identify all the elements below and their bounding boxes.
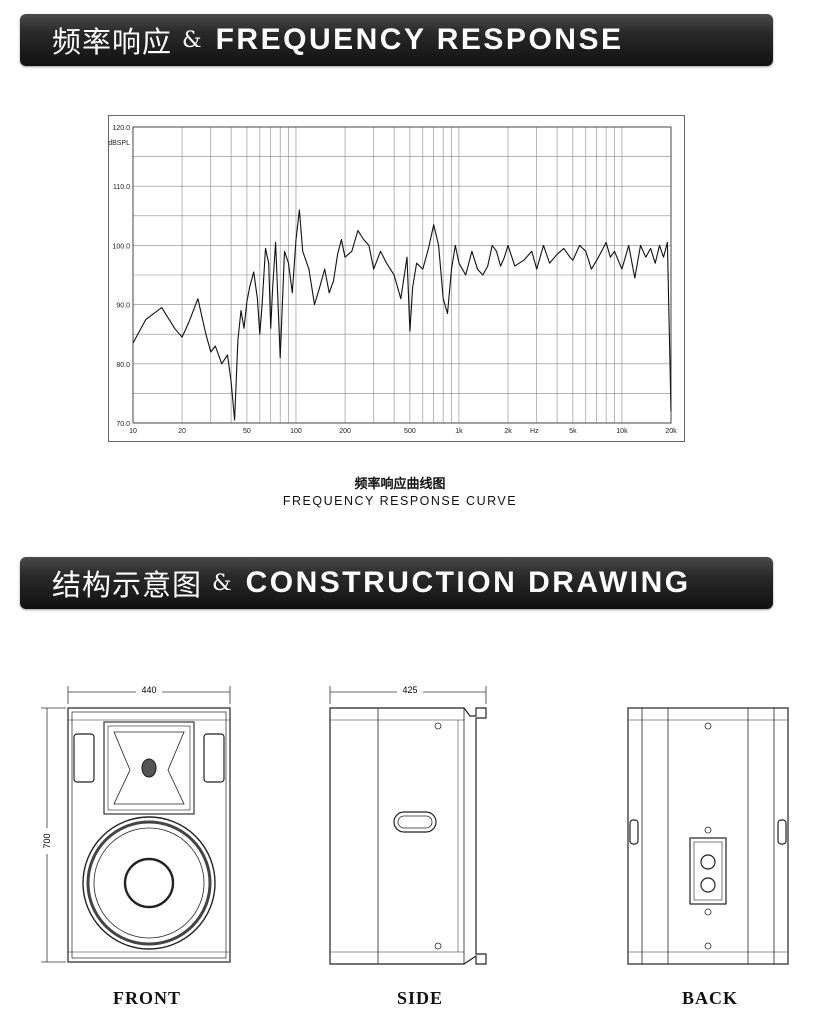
chart-frame <box>108 115 685 442</box>
x-tick-label: 200 <box>339 428 351 435</box>
x-tick-label: 500 <box>404 428 416 435</box>
depth-dimension-label: 425 <box>402 685 417 695</box>
x-tick-label: 20k <box>665 428 677 435</box>
plot-area-border <box>132 126 672 424</box>
x-tick-label: 10k <box>616 428 628 435</box>
side-view-label: SIDE <box>396 988 444 1008</box>
y-tick-label: 80.0 <box>116 362 130 369</box>
chart-svg: 120.0 110.0 100.0 90.0 80.0 70.0 dBSPL 10 20 50 10… <box>108 115 685 442</box>
chart-caption-en: FREQUENCY RESPONSE CURVE <box>282 494 518 508</box>
back-view-drawing <box>627 707 789 965</box>
back-view-label: BACK <box>681 988 738 1008</box>
width-dimension-label: 440 <box>141 685 156 695</box>
x-axis-label: Hz <box>530 428 539 435</box>
woofer <box>82 816 216 950</box>
banner-title-cn: 频率响应 <box>52 25 173 59</box>
height-dimension-label: 700 <box>42 833 52 848</box>
chart-caption-cn: 频率响应曲线图 <box>354 477 446 492</box>
banner-title-cn: 结构示意图 <box>52 568 203 602</box>
x-tick-label: 5k <box>569 428 577 435</box>
y-tick-label: 90.0 <box>116 303 130 310</box>
side-view-drawing: 425 <box>329 684 487 965</box>
x-tick-label: 2k <box>504 428 512 435</box>
x-tick-label: 50 <box>243 428 251 435</box>
y-tick-label: 70.0 <box>116 421 130 428</box>
y-tick-label: 110.0 <box>113 184 130 191</box>
response-curve <box>132 209 672 421</box>
horn-driver <box>103 721 195 815</box>
frequency-response-chart: 120.0 110.0 100.0 90.0 80.0 70.0 dBSPL 10 20 50 10… <box>108 115 685 442</box>
back-cabinet <box>627 707 789 965</box>
construction-drawing-banner: 结构示意图 & CONSTRUCTION DRAWING <box>20 557 773 609</box>
banner-title-en: FREQUENCY RESPONSE <box>215 23 624 56</box>
y-axis-label: dBSPL <box>108 140 130 147</box>
banner-ampersand: & <box>212 570 232 596</box>
x-tick-label: 100 <box>290 428 302 435</box>
banner-title-en: CONSTRUCTION DRAWING <box>245 566 691 599</box>
x-tick-label: 10 <box>129 428 137 435</box>
frequency-response-banner: 频率响应 & FREQUENCY RESPONSE <box>20 14 773 66</box>
x-tick-label: 1k <box>455 428 463 435</box>
banner-ampersand: & <box>182 27 202 53</box>
front-view-label: FRONT <box>113 988 181 1008</box>
x-tick-label: 20 <box>178 428 186 435</box>
y-tick-label: 100.0 <box>112 243 130 250</box>
input-panel <box>689 826 727 916</box>
side-cabinet <box>329 707 487 965</box>
front-cabinet <box>67 707 231 963</box>
y-tick-label: 120.0 <box>112 125 130 132</box>
front-view-drawing: 440 700 <box>40 684 231 963</box>
